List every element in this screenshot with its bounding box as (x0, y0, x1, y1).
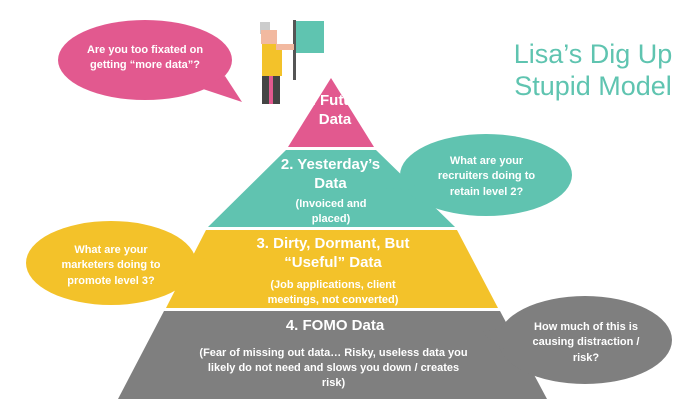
bubble-fixated-text: Are you too fixated on getting “more dat… (86, 44, 204, 72)
model-title: Lisa’s Dig Up Stupid Model (488, 38, 698, 103)
flag-icon (293, 20, 324, 80)
bubble-distraction-text: How much of this is causing distraction … (532, 321, 640, 364)
layer-3-shape (166, 230, 498, 308)
model-title-line2: Stupid Model (514, 71, 672, 102)
layer-4-title: 4. FOMO Data (285, 317, 385, 334)
layer-1-title: 1. Future Data (303, 92, 367, 128)
model-title-line1: Lisa’s Dig Up (513, 39, 673, 69)
bubble-recruiters-text: What are your recruiters doing to retain… (437, 155, 536, 198)
bubble-marketers-shape (26, 221, 233, 305)
layer-2-subtitle: (Invoiced and placed) (295, 198, 367, 225)
bubble-marketers-text: What are your marketers doing to promote… (61, 244, 161, 287)
bubble-distraction-shape (480, 296, 672, 384)
layer-3-title: 3. Dirty, Dormant, But “Useful” Data (256, 235, 410, 271)
layer-2-shape (208, 150, 455, 227)
layer-2-title: 2. Yesterday’s Data (280, 156, 381, 192)
bubble-recruiters-shape (386, 134, 572, 216)
layer-4-shape (118, 311, 547, 399)
layer-1-shape (288, 78, 374, 147)
bubble-fixated-shape (58, 20, 242, 102)
person-icon (260, 22, 294, 104)
layer-4-subtitle: (Fear of missing out data… Risky, useles… (199, 347, 468, 389)
layer-3-subtitle: (Job applications, client meetings, not … (267, 279, 399, 306)
